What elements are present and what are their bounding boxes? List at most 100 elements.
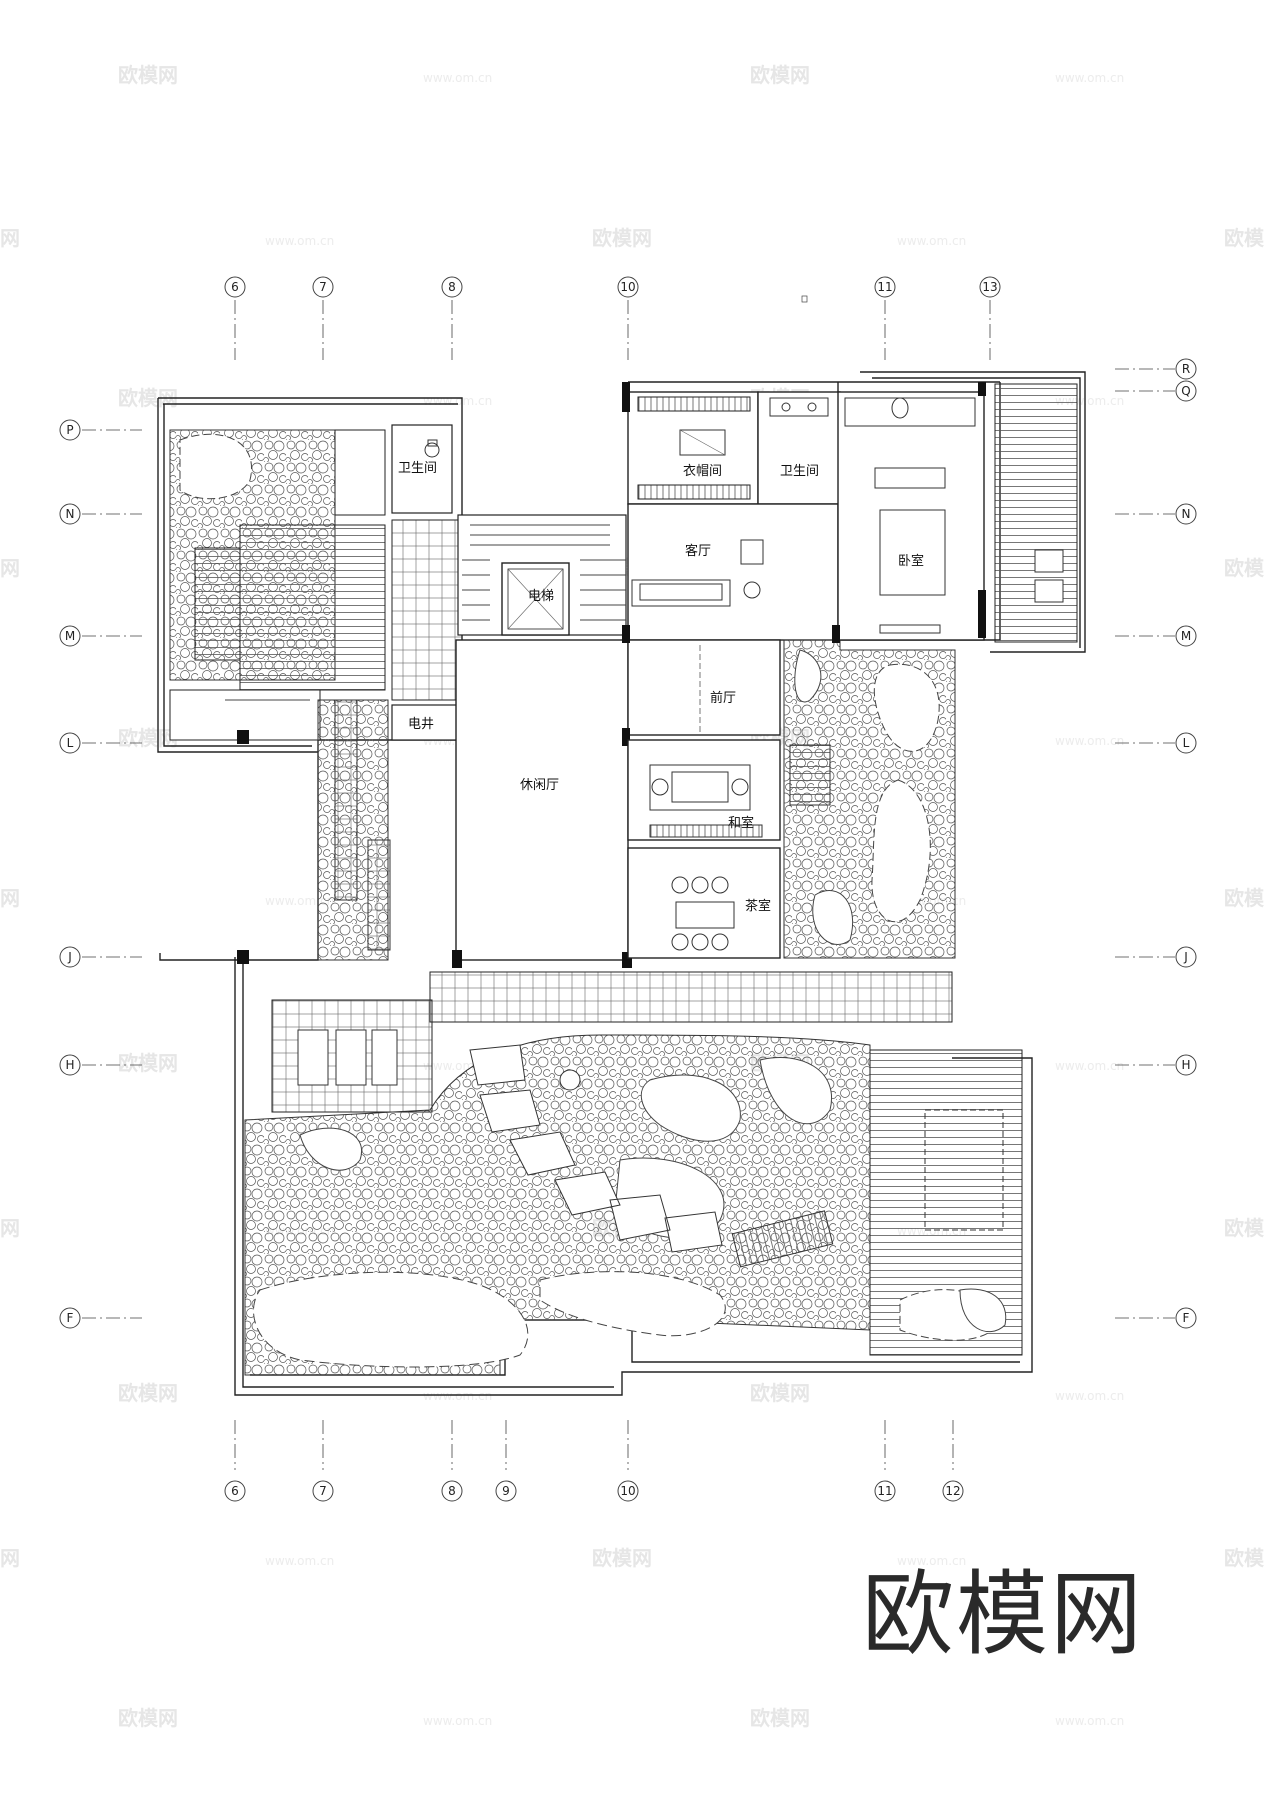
axis-bubble-right-J: J (1175, 946, 1197, 968)
bath-west-label: 卫生间 (398, 461, 437, 476)
axis-bubble-top-7: 7 (312, 276, 334, 298)
watermark-url: www.om.cn (1055, 71, 1124, 85)
svg-text:10: 10 (620, 280, 635, 294)
bath-east: 卫生间 (757, 391, 841, 505)
watermark-brand: 欧模网 (0, 1546, 20, 1570)
axis-bubble-left-H: H (59, 1054, 81, 1076)
svg-text:F: F (67, 1311, 74, 1325)
west-terrace (169, 429, 386, 741)
svg-text:R: R (1182, 362, 1190, 376)
svg-text:11: 11 (877, 1484, 892, 1498)
watermark-url: www.om.cn (423, 71, 492, 85)
foyer: 前厅 (622, 639, 781, 746)
east-deck (994, 383, 1078, 643)
watermark-brand: 欧模网 (118, 1706, 178, 1730)
north-marker (801, 295, 808, 303)
svg-text:L: L (67, 736, 74, 750)
watermark-brand: 欧模网 (1224, 886, 1265, 910)
brand-logo: 欧模网 (862, 1561, 1145, 1668)
electrical-shaft: 电井 (391, 704, 461, 741)
cloakroom-label: 衣帽间 (683, 463, 722, 479)
axis-bubble-bottom-11: 11 (874, 1480, 896, 1502)
watermark-url: www.om.cn (1055, 734, 1124, 748)
axis-bubble-top-11: 11 (874, 276, 896, 298)
west-tiled-walkway (317, 519, 463, 961)
tea-room: 茶室 (627, 847, 781, 959)
west-bathroom: 卫生间 (391, 424, 453, 514)
lounge-label: 休闲厅 (520, 778, 559, 793)
axis-bubble-right-L: L (1175, 732, 1197, 754)
watermark-brand: 欧模网 (0, 1216, 20, 1240)
watermark-url: www.om.cn (265, 1554, 334, 1568)
axis-bubble-left-N: N (59, 503, 81, 525)
watermark-url: www.om.cn (1055, 1389, 1124, 1403)
svg-text:L: L (1183, 736, 1190, 750)
axis-bubble-left-P: P (59, 419, 81, 441)
tea-room-label: 茶室 (745, 898, 771, 914)
axis-bubble-bottom-9: 9 (495, 1480, 517, 1502)
watermark-url: www.om.cn (423, 394, 492, 408)
svg-text:H: H (1181, 1058, 1190, 1072)
watermark-brand: 欧模网 (1224, 1546, 1265, 1570)
east-garden (783, 639, 956, 959)
watermark-brand: 欧模网 (750, 63, 810, 87)
axis-bubble-right-R: R (1175, 358, 1197, 380)
svg-text:8: 8 (448, 280, 456, 294)
cloakroom: 衣帽间 (622, 382, 759, 505)
watermark-brand: 欧模网 (1224, 1216, 1265, 1240)
elevator-label: 电梯 (528, 589, 554, 604)
watermark-url: www.om.cn (265, 234, 334, 248)
tiled-plaza (271, 971, 953, 1113)
watermark-url: www.om.cn (423, 1389, 492, 1403)
axis-bubble-top-8: 8 (441, 276, 463, 298)
svg-text:7: 7 (319, 280, 327, 294)
watermark-url: www.om.cn (1055, 1059, 1124, 1073)
svg-text:10: 10 (620, 1484, 635, 1498)
svg-text:M: M (1181, 629, 1191, 643)
living-label: 客厅 (685, 543, 711, 559)
shaft-label: 电井 (408, 717, 434, 732)
svg-text:13: 13 (982, 280, 997, 294)
bedroom-label: 卧室 (898, 553, 924, 569)
southeast-deck (869, 1049, 1023, 1356)
axis-bubble-bottom-8: 8 (441, 1480, 463, 1502)
watermark-url: www.om.cn (897, 234, 966, 248)
watermark-url: www.om.cn (265, 894, 334, 908)
watermark-brand: 欧模网 (0, 886, 20, 910)
axis-bubble-right-Q: Q (1175, 380, 1197, 402)
axis-grid (82, 300, 1175, 1470)
axis-bubble-bottom-12: 12 (942, 1480, 964, 1502)
svg-text:N: N (1182, 507, 1191, 521)
axis-bubble-right-N: N (1175, 503, 1197, 525)
svg-text:7: 7 (319, 1484, 327, 1498)
axis-bubble-left-J: J (59, 946, 81, 968)
foyer-label: 前厅 (710, 690, 736, 706)
watermark-url: www.om.cn (1055, 1714, 1124, 1728)
axis-bubble-right-H: H (1175, 1054, 1197, 1076)
watermark-url: www.om.cn (423, 1714, 492, 1728)
living-room: 客厅 (627, 503, 839, 641)
watermark-brand: 欧模网 (1224, 556, 1265, 580)
svg-text:Q: Q (1181, 384, 1190, 398)
watermark-brand: 欧模网 (1224, 226, 1265, 250)
svg-text:J: J (67, 950, 72, 964)
watermark-brand: 欧模网 (118, 1381, 178, 1405)
axis-bubble-left-F: F (59, 1307, 81, 1329)
japanese-room-label: 和室 (728, 815, 754, 831)
lounge: 休闲厅 (452, 639, 632, 968)
axis-bubble-left-L: L (59, 732, 81, 754)
japanese-room: 和室 (627, 739, 781, 841)
svg-text:11: 11 (877, 280, 892, 294)
axis-bubble-right-M: M (1175, 625, 1197, 647)
svg-text:M: M (65, 629, 75, 643)
watermark-brand: 欧模网 (0, 556, 20, 580)
watermark-brand: 欧模网 (592, 1546, 652, 1570)
svg-text:12: 12 (945, 1484, 960, 1498)
axis-bubble-top-6: 6 (224, 276, 246, 298)
axis-bubble-bottom-7: 7 (312, 1480, 334, 1502)
svg-text:9: 9 (502, 1484, 510, 1498)
watermark-url: www.om.cn (897, 1554, 966, 1568)
axis-bubble-right-F: F (1175, 1307, 1197, 1329)
svg-text:8: 8 (448, 1484, 456, 1498)
axis-bubble-bottom-6: 6 (224, 1480, 246, 1502)
